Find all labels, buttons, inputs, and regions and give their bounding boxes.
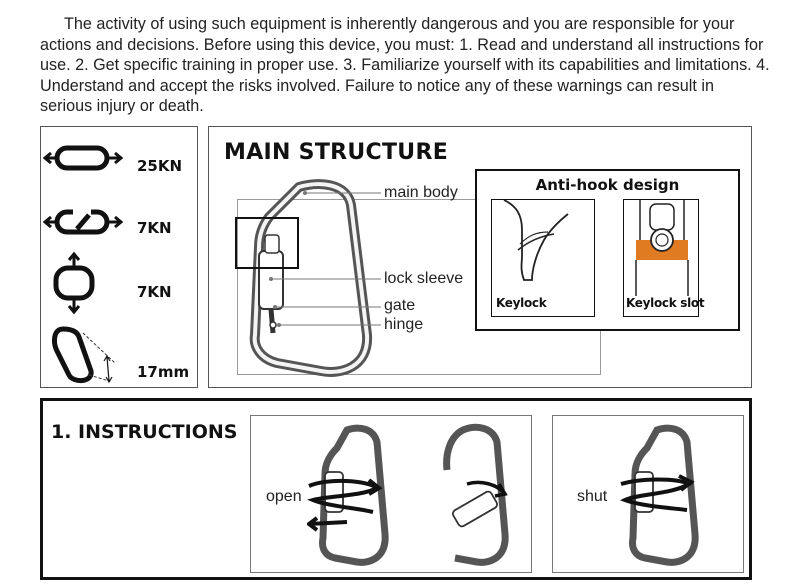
instructions-panel: 1. INSTRUCTIONS open shut <box>40 398 752 580</box>
keylock-slot-panel: Keylock slot <box>623 199 705 317</box>
keylock-highlight-box <box>235 217 299 269</box>
keylock-slot-icon <box>635 200 689 296</box>
open-step-box: open <box>250 415 532 573</box>
shut-label: shut <box>577 488 608 505</box>
instructions-title: 1. INSTRUCTIONS <box>51 421 238 443</box>
rating-minor-axis: 7KN <box>137 283 172 301</box>
open-label: open <box>266 488 302 505</box>
rating-gate-opening: 17mm <box>137 363 190 381</box>
warning-paragraph: The activity of using such equipment is … <box>40 15 770 115</box>
minor-axis-load-icon <box>53 251 95 315</box>
anti-hook-box: Anti-hook design Keylock Keylock s <box>475 169 740 331</box>
open-step-carabiner-icon <box>307 424 389 566</box>
open-gate-load-icon <box>43 209 124 235</box>
leader-lines <box>269 191 381 327</box>
keylock-slot-label: Keylock slot <box>626 296 705 310</box>
rating-open-gate: 7KN <box>137 219 172 237</box>
major-axis-load-icon <box>43 145 124 171</box>
main-structure-panel: MAIN STRUCTURE main body lock sleeve gat… <box>208 126 752 388</box>
shut-step-box: shut <box>552 415 744 573</box>
keylock-panel: Keylock <box>491 199 595 317</box>
anti-hook-title: Anti-hook design <box>535 176 680 194</box>
gate-opening-icon <box>52 326 116 384</box>
open-step-gate-icon <box>443 423 509 566</box>
label-lock-sleeve: lock sleeve <box>384 270 464 287</box>
strength-ratings-panel: 25KN 7KN 7KN 17mm <box>40 126 198 388</box>
rating-major-axis: 25KN <box>137 157 183 175</box>
keylock-label: Keylock <box>496 296 547 310</box>
label-main-body: main body <box>384 184 458 201</box>
label-gate: gate <box>384 297 416 314</box>
main-structure-title: MAIN STRUCTURE <box>224 140 449 165</box>
label-hinge: hinge <box>384 316 424 333</box>
keylock-nose-icon <box>503 200 569 281</box>
shut-step-carabiner-icon <box>619 424 699 566</box>
